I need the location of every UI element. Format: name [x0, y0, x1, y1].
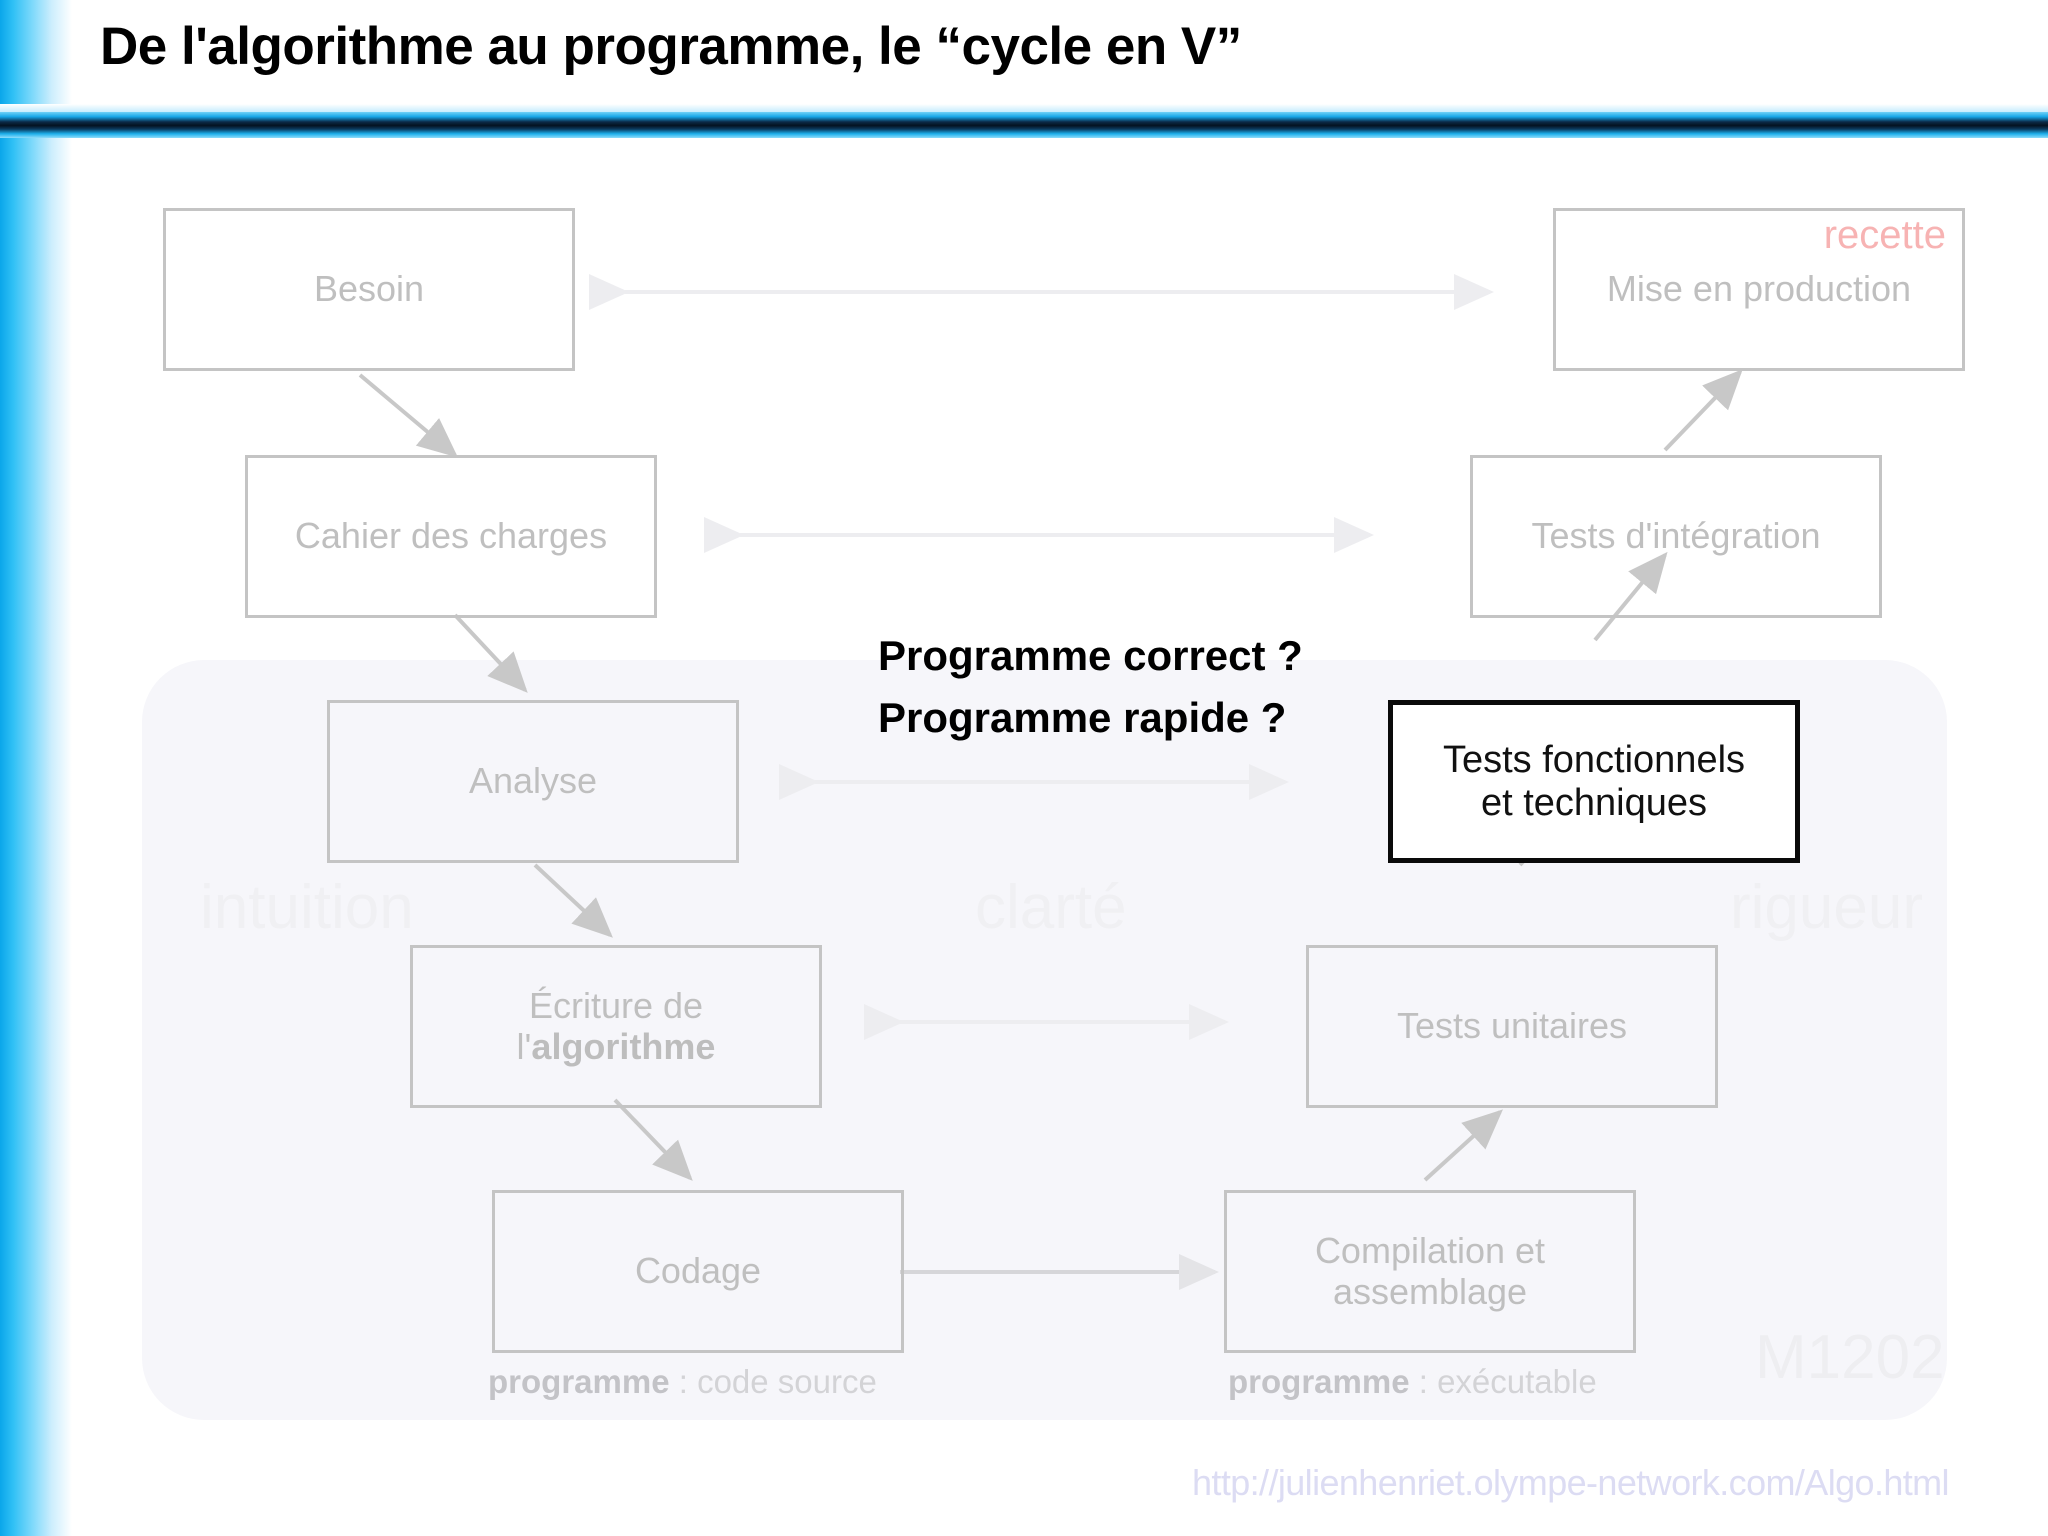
box-tests-integration[interactable]: Tests d'intégration: [1470, 455, 1882, 618]
box-compilation-assemblage-label: Compilation et assemblage: [1315, 1231, 1545, 1312]
source-url[interactable]: http://julienhenriet.olympe-network.com/…: [1192, 1462, 1950, 1503]
box-besoin[interactable]: Besoin: [163, 208, 575, 371]
ecriture-line1: Écriture de: [528, 985, 704, 1027]
box-tests-unitaires-label: Tests unitaires: [1396, 1005, 1628, 1047]
watermark-rigueur: rigueur: [1730, 873, 1923, 942]
box-compilation-assemblage[interactable]: Compilation et assemblage: [1224, 1190, 1636, 1353]
tests-fonctionnels-line1: Tests fonctionnels: [1442, 738, 1746, 781]
left-blue-gradient-bar: [0, 0, 72, 1536]
box-codage[interactable]: Codage: [492, 1190, 904, 1353]
box-besoin-label: Besoin: [313, 268, 425, 310]
watermark-intuition: intuition: [200, 873, 414, 942]
ecriture-line2-prefix: l': [516, 1025, 532, 1067]
watermark-clarte: clarté: [975, 873, 1127, 942]
box-cahier-des-charges-label: Cahier des charges: [294, 515, 608, 557]
question-rapide: Programme rapide ?: [878, 694, 1287, 741]
box-tests-fonctionnels[interactable]: Tests fonctionnels et techniques: [1388, 700, 1800, 863]
box-analyse[interactable]: Analyse: [327, 700, 739, 863]
page-title: De l'algorithme au programme, le “cycle …: [100, 17, 1242, 76]
box-codage-label: Codage: [634, 1250, 762, 1292]
artifact-label-right-rest: : exécutable: [1409, 1363, 1597, 1400]
box-mise-en-production-label: Mise en production: [1606, 268, 1912, 310]
compilation-line1: Compilation et: [1314, 1230, 1546, 1272]
watermark-course-code: M1202: [1755, 1323, 1945, 1392]
compilation-line2: assemblage: [1332, 1270, 1528, 1312]
box-cahier-des-charges[interactable]: Cahier des charges: [245, 455, 657, 618]
artifact-label-right-bold: programme: [1228, 1363, 1410, 1400]
title-rule-soft: [0, 104, 2048, 113]
artifact-label-left-rest: : code source: [669, 1363, 877, 1400]
title-rule: [0, 112, 2048, 138]
question-correct: Programme correct ?: [878, 632, 1303, 679]
box-mise-en-production[interactable]: recette Mise en production: [1553, 208, 1965, 371]
box-tests-unitaires[interactable]: Tests unitaires: [1306, 945, 1718, 1108]
box-ecriture-algorithme[interactable]: Écriture de l'algorithme: [410, 945, 822, 1108]
tests-fonctionnels-line2: et techniques: [1480, 781, 1708, 824]
ecriture-line2-bold: algorithme: [531, 1025, 716, 1067]
box-tests-fonctionnels-label: Tests fonctionnels et techniques: [1443, 739, 1745, 824]
artifact-label-right: programme : exécutable: [1228, 1363, 1597, 1401]
badge-recette: recette: [1823, 213, 1946, 257]
box-ecriture-algorithme-label: Écriture de l'algorithme: [517, 986, 716, 1067]
artifact-label-left: programme : code source: [488, 1363, 877, 1401]
box-analyse-label: Analyse: [468, 760, 598, 802]
artifact-label-left-bold: programme: [488, 1363, 670, 1400]
box-tests-integration-label: Tests d'intégration: [1531, 515, 1821, 557]
